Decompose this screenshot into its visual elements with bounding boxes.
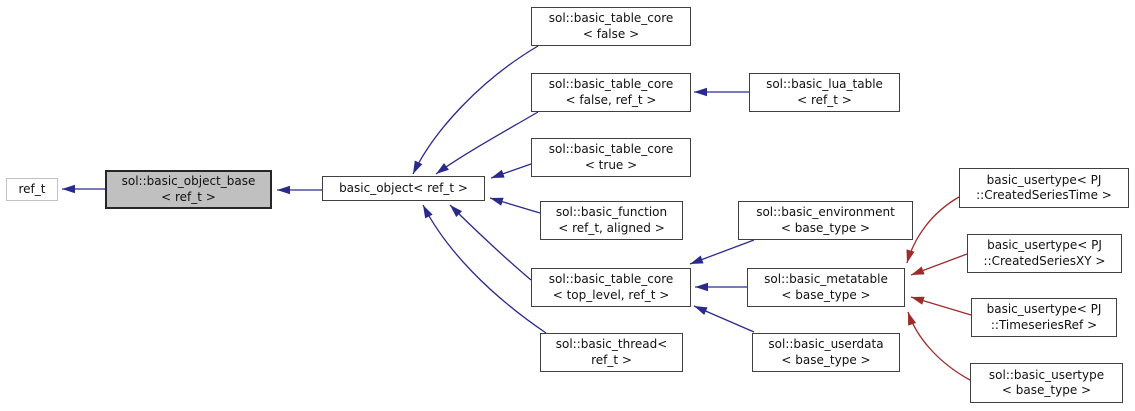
node-label: < true > — [584, 157, 638, 172]
node-usertype-created-series-time[interactable]: basic_usertype< PJ ::CreatedSeriesTime > — [959, 168, 1129, 208]
node-label: basic_usertype< PJ — [986, 302, 1102, 316]
edge-table-core-top-level-to-basic-object — [449, 204, 532, 281]
node-label: sol::basic_usertype — [988, 367, 1105, 382]
node-label: < top_level, ref_t > — [552, 287, 670, 302]
edge-usertype-timeseries-ref-to-basic-metatable — [910, 296, 972, 316]
node-label: sol::basic_table_core — [548, 11, 674, 25]
node-basic-environment[interactable]: sol::basic_environment < base_type > — [738, 201, 913, 240]
node-label: sol::basic_metatable — [764, 272, 888, 286]
edge-table-core-false-to-basic-object — [412, 45, 539, 175]
node-label: < ref_t > — [797, 92, 852, 107]
node-usertype-created-series-xy[interactable]: basic_usertype< PJ ::CreatedSeriesXY > — [967, 234, 1122, 273]
node-table-core-false-ref[interactable]: sol::basic_table_core < false, ref_t > — [531, 73, 691, 112]
edge-table-core-true-to-basic-object — [490, 163, 532, 179]
node-label: sol::basic_userdata — [768, 337, 884, 351]
node-label: basic_object< ref_t > — [339, 180, 468, 195]
edge-basic-function-to-basic-object — [489, 197, 541, 214]
node-label: < false, ref_t > — [565, 92, 657, 107]
node-label: < ref_t, aligned > — [558, 220, 665, 235]
node-basic-thread[interactable]: sol::basic_thread< ref_t > — [540, 333, 683, 372]
node-label: sol::basic_thread< — [555, 337, 668, 351]
node-basic-object[interactable]: basic_object< ref_t > — [322, 176, 485, 201]
edge-basic-environment-to-table-core-top-level — [689, 239, 755, 265]
node-label: ref_t > — [591, 352, 632, 367]
node-table-core-true[interactable]: sol::basic_table_core < true > — [531, 138, 691, 177]
node-label: sol::basic_environment — [756, 205, 895, 219]
node-label: < false > — [582, 26, 640, 41]
node-label: sol::basic_lua_table — [766, 77, 883, 91]
node-label: ::CreatedSeriesTime > — [976, 188, 1112, 202]
edge-usertype-created-series-xy-to-basic-metatable — [910, 253, 968, 276]
node-basic-userdata[interactable]: sol::basic_userdata < base_type > — [752, 333, 900, 372]
edge-basic-userdata-to-table-core-top-level — [693, 305, 755, 333]
node-label: < base_type > — [780, 220, 871, 235]
node-basic-function[interactable]: sol::basic_function < ref_t, aligned > — [540, 201, 683, 240]
node-table-core-false[interactable]: sol::basic_table_core < false > — [531, 7, 691, 46]
node-label: sol::basic_table_core — [548, 272, 674, 286]
node-label: < base_type > — [781, 352, 871, 367]
node-label: sol::basic_table_core — [548, 142, 674, 156]
node-label: basic_usertype< PJ — [987, 238, 1102, 252]
node-label: sol::basic_table_core — [548, 77, 674, 91]
node-label: ::TimeseriesRef > — [990, 317, 1098, 332]
node-label: < ref_t > — [161, 189, 216, 204]
node-label: ref_t — [18, 181, 46, 196]
node-table-core-top-level[interactable]: sol::basic_table_core < top_level, ref_t… — [531, 268, 691, 307]
node-usertype-timeseries-ref[interactable]: basic_usertype< PJ ::TimeseriesRef > — [971, 298, 1117, 337]
node-usertype-base[interactable]: sol::basic_usertype < base_type > — [970, 363, 1123, 403]
node-ref-t: ref_t — [6, 178, 58, 201]
edge-table-core-false-ref-to-basic-object — [435, 111, 539, 175]
node-basic-metatable[interactable]: sol::basic_metatable < base_type > — [747, 268, 905, 307]
edge-basic-thread-to-basic-object — [422, 204, 547, 334]
node-basic-lua-table[interactable]: sol::basic_lua_table < ref_t > — [749, 73, 900, 112]
node-basic-object-base: sol::basic_object_base < ref_t > — [105, 170, 272, 209]
node-label: < base_type > — [1001, 383, 1092, 397]
node-label: < base_type > — [781, 287, 871, 302]
node-label: basic_usertype< PJ — [986, 172, 1102, 187]
edge-usertype-created-series-time-to-basic-metatable — [906, 196, 960, 264]
node-label: sol::basic_function — [555, 205, 668, 219]
node-label: sol::basic_object_base — [121, 174, 256, 188]
edge-usertype-base-to-basic-metatable — [907, 311, 971, 381]
node-label: ::CreatedSeriesXY > — [983, 253, 1106, 268]
